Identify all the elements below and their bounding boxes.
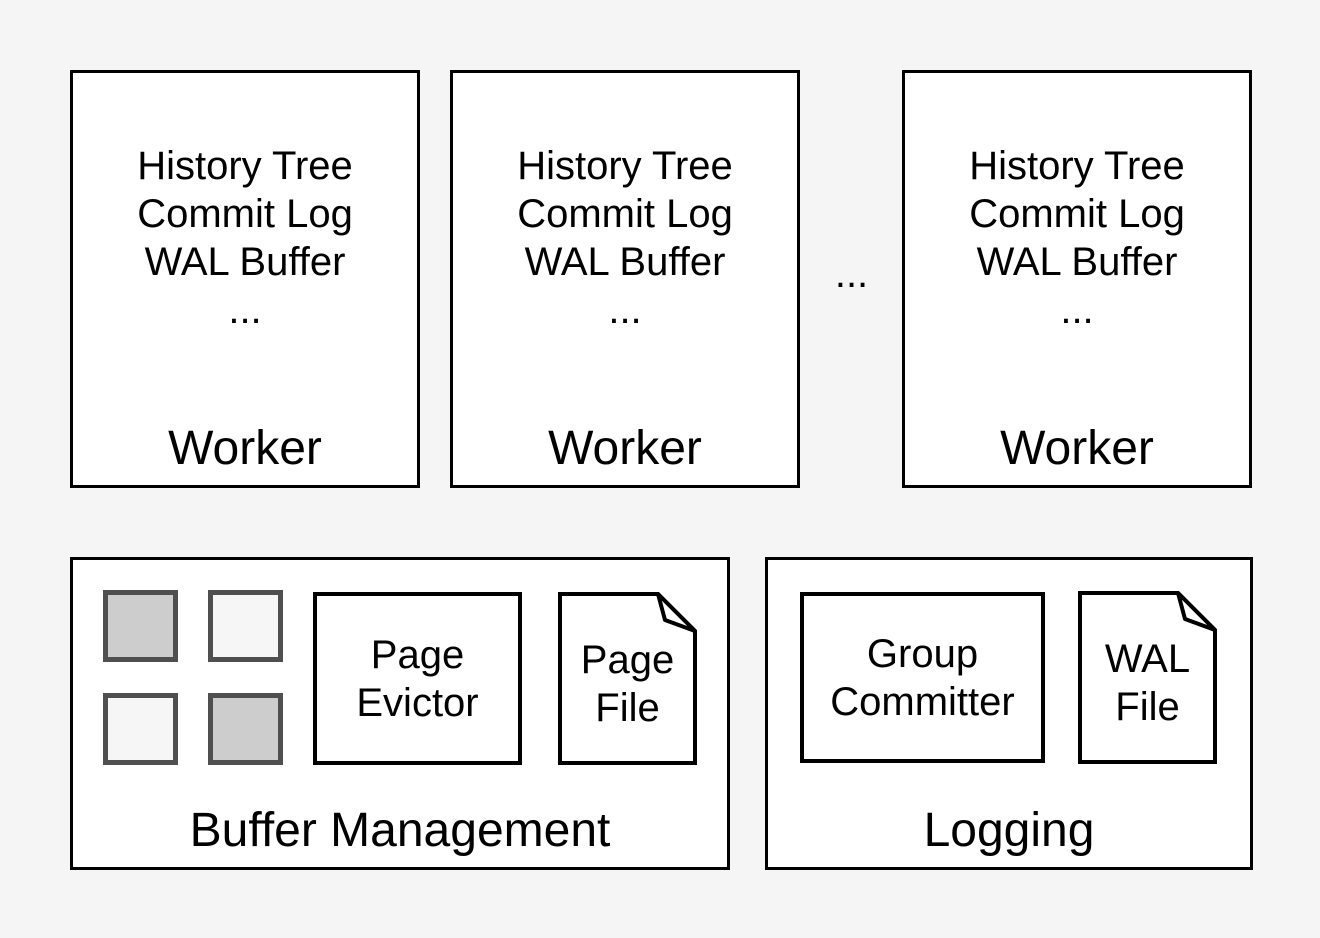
worker-component-list: History Tree Commit Log WAL Buffer ... [453, 142, 797, 334]
buffer-management-panel: Page Evictor Page File Buffer Management [70, 557, 730, 870]
group-committer-box: Group Committer [800, 592, 1045, 763]
worker-component-list: History Tree Commit Log WAL Buffer ... [73, 142, 417, 334]
document-dogear-icon [558, 592, 697, 765]
group-committer-label: Group [866, 631, 979, 676]
page-evictor-label: Page [370, 632, 465, 677]
document-dogear-icon [1078, 591, 1217, 764]
buffer-frame-free-icon [208, 590, 283, 662]
worker-box: History Tree Commit Log WAL Buffer ... W… [450, 70, 800, 488]
wal-file-label: WAL [1104, 636, 1191, 681]
component-label: Commit Log [517, 192, 733, 236]
worker-title: Worker [1000, 422, 1154, 475]
wal-file-label: File [1115, 684, 1180, 729]
buffer-frame-used-icon [208, 693, 283, 765]
page-file-label-group: Page File [558, 602, 697, 765]
worker-component-list: History Tree Commit Log WAL Buffer ... [905, 142, 1249, 334]
component-ellipsis: ... [228, 288, 262, 332]
component-label: Commit Log [137, 192, 353, 236]
component-label: History Tree [969, 144, 1185, 188]
wal-file-document: WAL File [1078, 591, 1217, 764]
logging-title: Logging [923, 804, 1095, 857]
component-label: History Tree [517, 144, 733, 188]
worker-title: Worker [168, 422, 322, 475]
buffer-frame-free-icon [103, 693, 178, 765]
page-file-label: File [595, 685, 660, 730]
group-committer-label: Committer [830, 679, 1015, 724]
component-ellipsis: ... [608, 288, 642, 332]
page-evictor-label: Evictor [356, 680, 479, 725]
buffer-frame-used-icon [103, 590, 178, 662]
page-file-label: Page [580, 637, 675, 682]
component-ellipsis: ... [1060, 288, 1094, 332]
component-label: History Tree [137, 144, 353, 188]
worker-box: History Tree Commit Log WAL Buffer ... W… [902, 70, 1252, 488]
workers-ellipsis: ... [834, 252, 869, 296]
component-label: WAL Buffer [524, 240, 726, 284]
component-label: Commit Log [969, 192, 1185, 236]
worker-box: History Tree Commit Log WAL Buffer ... W… [70, 70, 420, 488]
wal-file-label-group: WAL File [1078, 601, 1217, 764]
worker-title: Worker [548, 422, 702, 475]
buffer-management-title: Buffer Management [189, 804, 611, 857]
logging-panel: Group Committer WAL File Logging [765, 557, 1253, 870]
page-evictor-box: Page Evictor [313, 592, 522, 765]
component-label: WAL Buffer [144, 240, 346, 284]
page-file-document: Page File [558, 592, 697, 765]
component-label: WAL Buffer [976, 240, 1178, 284]
